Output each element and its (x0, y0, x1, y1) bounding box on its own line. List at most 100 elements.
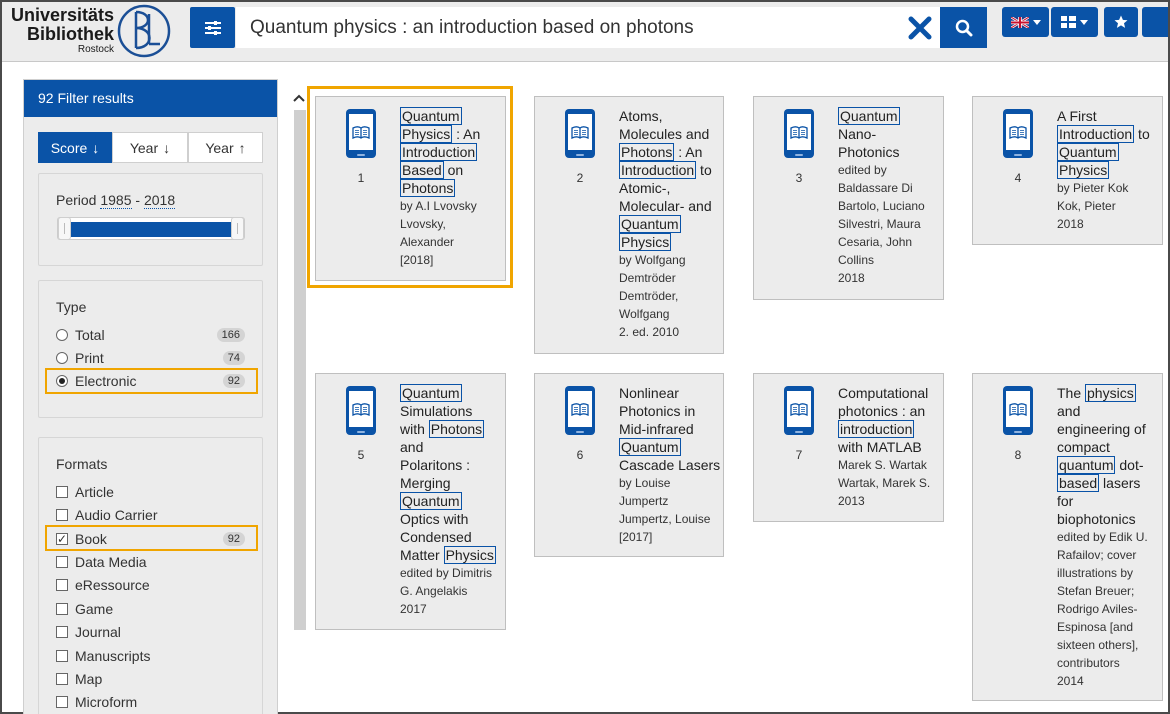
result-meta-line: 2018 (838, 271, 865, 285)
sort-button-group: Score ↓ Year ↓ Year ↑ (38, 132, 263, 163)
search-button[interactable] (940, 7, 987, 48)
checkbox[interactable] (56, 556, 68, 568)
checkbox-checked[interactable]: ✓ (56, 532, 68, 546)
result-title-line: engineering of (1057, 420, 1148, 438)
result-meta-line: 2013 (838, 494, 865, 508)
period-slider[interactable] (57, 217, 245, 240)
checkbox[interactable] (56, 626, 68, 638)
filter-sidebar: 92 Filter results Score ↓ Year ↓ Year ↑ … (23, 79, 278, 714)
result-meta-line: Jumpertz (619, 494, 669, 508)
radio-button[interactable] (56, 329, 68, 341)
result-title-line: Quantum (400, 492, 496, 510)
period-from-year[interactable]: 1985 (100, 192, 132, 209)
result-meta-line: edited by Edik U. (1057, 530, 1148, 544)
search-term-highlight: Physics (1057, 161, 1110, 179)
library-logo[interactable]: Universitäts Bibliothek Rostock (10, 6, 114, 56)
sort-year-asc-button[interactable]: Year ↑ (188, 132, 263, 163)
scrollbar-thumb[interactable] (294, 110, 306, 630)
checkbox[interactable] (56, 650, 68, 662)
checkbox[interactable] (56, 579, 68, 591)
title-text: Simulations (400, 403, 473, 419)
title-text: to (696, 162, 712, 178)
result-number: 2 (576, 171, 584, 185)
result-title-line: Physics : An (400, 125, 480, 143)
period-slider-handle-from[interactable] (58, 217, 71, 240)
format-option-game[interactable]: Game (56, 599, 256, 619)
checkbox[interactable] (56, 486, 68, 498)
search-term-highlight: Physics (619, 233, 672, 251)
checkbox[interactable] (56, 603, 68, 615)
search-input[interactable] (236, 7, 900, 48)
result-meta-line: Espinosa [and (1057, 620, 1134, 634)
sort-year-desc-button[interactable]: Year ↓ (112, 132, 188, 163)
checkbox[interactable] (56, 696, 68, 708)
format-option-map[interactable]: Map (56, 669, 256, 689)
result-title-line: Matter Physics (400, 546, 496, 564)
result-meta-line: Rodrigo Aviles- (1057, 602, 1138, 616)
clear-search-button[interactable] (900, 7, 940, 48)
ebook-icon (1003, 386, 1033, 435)
sort-score-button[interactable]: Score ↓ (38, 132, 112, 163)
period-to-year[interactable]: 2018 (143, 192, 176, 209)
search-term-highlight: Physics (400, 125, 453, 143)
checkbox[interactable] (56, 673, 68, 685)
format-option-label: Audio Carrier (75, 507, 158, 523)
format-option-book[interactable]: ✓ Book 92 (56, 529, 256, 549)
result-meta-line: Collins (838, 253, 875, 267)
format-option-data-media[interactable]: Data Media (56, 552, 256, 572)
type-option-electronic[interactable]: Electronic 92 (56, 371, 256, 391)
type-option-label: Electronic (75, 373, 137, 389)
result-title-line: Polaritons : (400, 456, 496, 474)
type-option-total[interactable]: Total 166 (56, 325, 256, 345)
format-option-eressource[interactable]: eRessource (56, 575, 256, 595)
scroll-up-button[interactable] (292, 91, 306, 105)
result-title-line: and (1057, 402, 1148, 420)
search-term-highlight: Introduction (1057, 125, 1135, 143)
format-option-microform[interactable]: Microform (56, 692, 256, 712)
radio-button-selected[interactable] (56, 375, 68, 387)
filter-toggle-button[interactable] (190, 7, 235, 48)
result-number: 4 (1014, 171, 1022, 185)
view-mode-button[interactable] (1051, 7, 1098, 37)
format-option-journal[interactable]: Journal (56, 622, 256, 642)
checkbox[interactable] (56, 509, 68, 521)
language-button[interactable] (1002, 7, 1049, 37)
favorites-button[interactable] (1104, 7, 1138, 37)
format-option-audio-carrier[interactable]: Audio Carrier (56, 505, 256, 525)
radio-button[interactable] (56, 352, 68, 364)
ebook-icon (346, 109, 376, 158)
format-option-article[interactable]: Article (56, 482, 256, 502)
ebook-icon (565, 109, 595, 158)
title-text: and (400, 439, 424, 455)
title-text: Optics with (400, 511, 469, 527)
title-text: photonics : an (838, 403, 926, 419)
search-term-highlight: Quantum (619, 215, 681, 233)
grid-view-icon (1061, 16, 1076, 28)
period-slider-handle-to[interactable] (231, 217, 244, 240)
format-option-manuscripts[interactable]: Manuscripts (56, 646, 256, 666)
result-meta-line: edited by (838, 163, 887, 177)
title-text: : An (452, 126, 481, 142)
more-button[interactable] (1142, 7, 1168, 37)
result-number: 1 (357, 171, 365, 185)
result-meta-line: Alexander (400, 235, 455, 249)
type-option-print[interactable]: Print 74 (56, 348, 256, 368)
